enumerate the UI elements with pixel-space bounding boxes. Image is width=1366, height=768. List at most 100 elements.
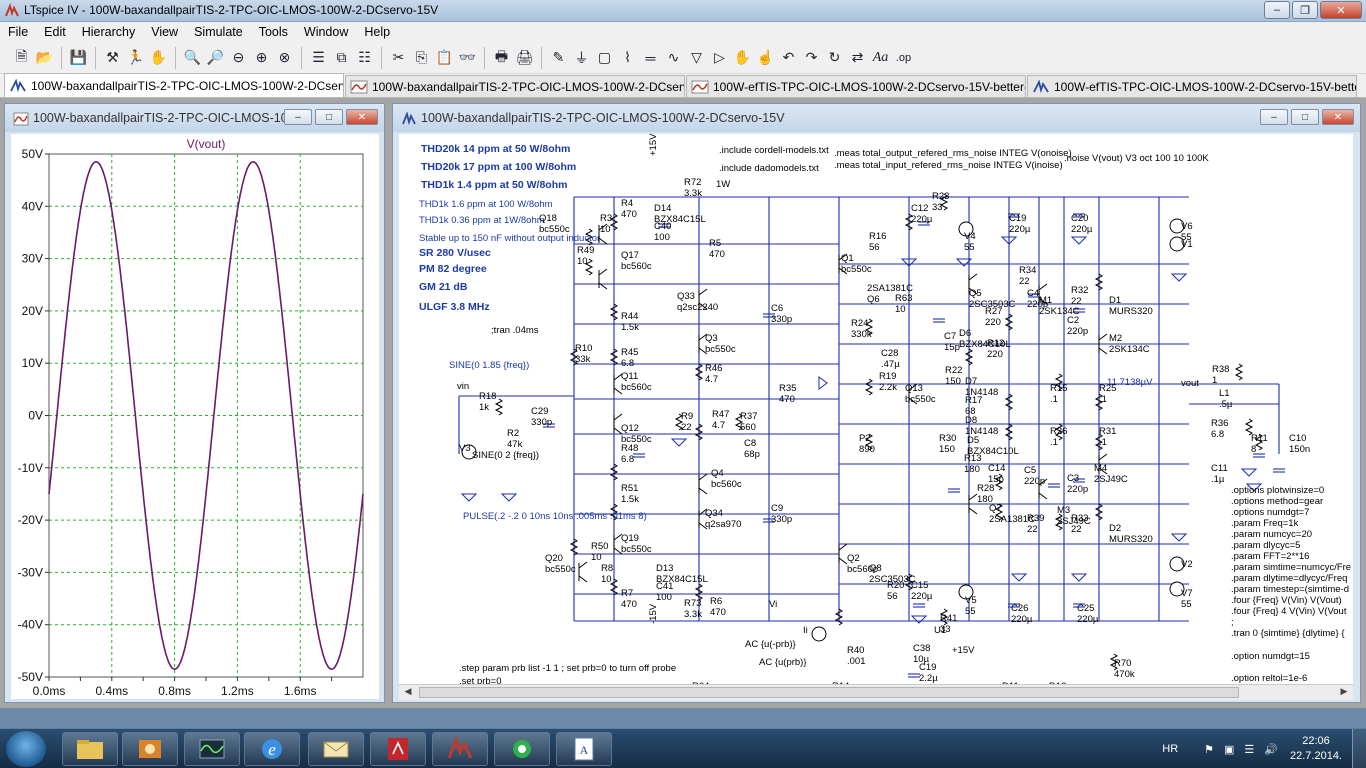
tab-schematic-2[interactable]: 100W-efTIS-TPC-OIC-LMOS-100W-2-DCservo-1… xyxy=(1027,75,1357,97)
draw-wire-icon[interactable]: ✎ xyxy=(552,49,565,65)
transistor-symbol[interactable] xyxy=(613,533,623,555)
source-symbol[interactable] xyxy=(811,626,827,642)
resistor-symbol[interactable] xyxy=(569,348,579,366)
resistor-symbol[interactable] xyxy=(609,303,619,321)
zoom-out-icon[interactable]: ⊖ xyxy=(232,49,245,65)
internet-explorer-taskbar-icon[interactable]: e xyxy=(244,732,300,766)
resistor-symbol[interactable] xyxy=(994,473,1004,491)
resistor-symbol[interactable] xyxy=(1234,363,1244,381)
waveform-minimize-button[interactable]: – xyxy=(284,109,312,125)
open-icon[interactable]: 📂 xyxy=(35,49,54,65)
network-app-taskbar-icon[interactable] xyxy=(494,732,550,766)
source-symbol[interactable] xyxy=(1169,556,1185,572)
source-symbol[interactable] xyxy=(958,221,974,237)
tab-plot-1[interactable]: 100W-baxandallpairTIS-2-TPC-OIC-LMOS-100… xyxy=(345,75,685,97)
resistor-symbol[interactable] xyxy=(904,213,914,231)
close-button[interactable]: ✕ xyxy=(1320,1,1362,19)
autorange-icon[interactable]: ⊗ xyxy=(278,49,291,65)
save-icon[interactable]: 💾 xyxy=(69,49,88,65)
find-icon[interactable]: 👓 xyxy=(458,49,477,65)
menu-file[interactable]: File xyxy=(8,25,29,39)
scrollbar-thumb[interactable] xyxy=(419,687,1239,698)
print-icon[interactable]: 🖨 xyxy=(515,49,534,65)
resistor-symbol[interactable] xyxy=(904,573,914,591)
resistor-symbol[interactable] xyxy=(864,318,874,336)
transistor-symbol[interactable] xyxy=(1098,333,1108,355)
mirror-icon[interactable]: ⇄ xyxy=(851,49,864,65)
spice-directive-icon[interactable]: .op xyxy=(895,51,912,64)
waveform-window[interactable]: 100W-baxandallpairTIS-2-TPC-OIC-LMOS-10.… xyxy=(4,103,385,703)
app-taskbar-icon[interactable] xyxy=(122,732,178,766)
schematic-window-titlebar[interactable]: 100W-baxandallpairTIS-2-TPC-OIC-LMOS-100… xyxy=(393,104,1360,132)
resistor-symbol[interactable] xyxy=(1094,273,1104,291)
resistor-symbol[interactable] xyxy=(864,378,874,396)
paste-icon[interactable]: 📋 xyxy=(435,49,454,65)
move-icon[interactable]: ✋ xyxy=(733,49,752,65)
cut-icon[interactable]: ✂ xyxy=(392,49,405,65)
resistor-symbol[interactable] xyxy=(939,193,949,211)
menu-hierarchy[interactable]: Hierarchy xyxy=(81,25,136,39)
transistor-symbol[interactable] xyxy=(968,273,978,295)
resistor-symbol[interactable] xyxy=(1054,513,1064,531)
resistor-symbol[interactable] xyxy=(994,503,1004,521)
transistor-symbol[interactable] xyxy=(698,508,708,530)
halt-icon[interactable]: ✋ xyxy=(149,49,168,65)
oscilloscope-taskbar-icon[interactable] xyxy=(184,732,240,766)
resistor-symbol[interactable] xyxy=(609,578,619,596)
resistor-symbol[interactable] xyxy=(609,213,619,231)
transistor-symbol[interactable] xyxy=(698,288,708,310)
source-symbol[interactable] xyxy=(1169,218,1185,234)
schematic-minimize-button[interactable]: – xyxy=(1260,109,1288,125)
tray-network-icon[interactable]: ☰ xyxy=(1244,743,1255,756)
copy-icon[interactable]: ⎘ xyxy=(415,49,428,65)
menu-window[interactable]: Window xyxy=(303,25,349,39)
source-symbol[interactable] xyxy=(1169,581,1185,597)
source-symbol[interactable] xyxy=(958,584,974,600)
pdf-reader-taskbar-icon[interactable] xyxy=(370,732,426,766)
scroll-right-icon[interactable]: ▶ xyxy=(1340,686,1348,696)
resistor-symbol[interactable] xyxy=(569,538,579,556)
zoom-fit-icon[interactable]: ⊕ xyxy=(255,49,268,65)
transistor-symbol[interactable] xyxy=(1038,283,1048,305)
redo-icon[interactable]: ↷ xyxy=(805,49,818,65)
ltspice-taskbar-icon[interactable] xyxy=(432,732,488,766)
source-symbol[interactable] xyxy=(1169,236,1185,252)
run-icon[interactable]: 🏃 xyxy=(126,49,145,65)
transistor-symbol[interactable] xyxy=(613,373,623,395)
new-schematic-icon[interactable]: 🗎 xyxy=(15,47,28,64)
resistor-symbol[interactable] xyxy=(864,433,874,451)
tray-device-icon[interactable]: ▣ xyxy=(1224,743,1235,756)
drag-icon[interactable]: ☝ xyxy=(756,49,775,65)
schematic-maximize-button[interactable]: □ xyxy=(1291,109,1319,125)
resistor-symbol[interactable] xyxy=(694,423,704,441)
minimize-button[interactable]: – xyxy=(1264,1,1290,19)
resistor-symbol[interactable] xyxy=(1094,503,1104,521)
cascade-icon[interactable]: ⧉ xyxy=(336,49,347,65)
transistor-symbol[interactable] xyxy=(1038,478,1048,500)
tab-plot-2[interactable]: 100W-efTIS-TPC-OIC-LMOS-100W-2-DCservo-1… xyxy=(686,75,1026,97)
explorer-taskbar-icon[interactable] xyxy=(62,732,118,766)
inductor-icon[interactable]: ∿ xyxy=(667,49,680,65)
resistor-symbol[interactable] xyxy=(494,398,504,416)
rotate-icon[interactable]: ↻ xyxy=(828,49,841,65)
print-setup-icon[interactable]: 🖶 xyxy=(494,47,509,64)
resistor-symbol[interactable] xyxy=(674,413,684,431)
tile-horizontal-icon[interactable]: ☰ xyxy=(312,49,325,65)
tile-vertical-icon[interactable]: ☷ xyxy=(358,49,371,65)
source-symbol[interactable] xyxy=(461,444,477,460)
control-panel-icon[interactable]: ⚒ xyxy=(106,49,119,65)
resistor-symbol[interactable] xyxy=(939,608,949,626)
scroll-left-icon[interactable]: ◀ xyxy=(404,686,412,696)
resistor-symbol[interactable] xyxy=(1254,433,1264,451)
tray-flag-icon[interactable]: ⚑ xyxy=(1204,743,1215,756)
transistor-symbol[interactable] xyxy=(838,253,848,275)
resistor-symbol[interactable] xyxy=(1004,423,1014,441)
label-net-icon[interactable]: ▢ xyxy=(597,49,612,65)
resistor-symbol[interactable] xyxy=(1109,653,1119,671)
transistor-symbol[interactable] xyxy=(698,333,708,355)
resistor-symbol[interactable] xyxy=(1094,393,1104,411)
resistor-symbol[interactable] xyxy=(609,348,619,366)
transistor-symbol[interactable] xyxy=(578,561,588,583)
